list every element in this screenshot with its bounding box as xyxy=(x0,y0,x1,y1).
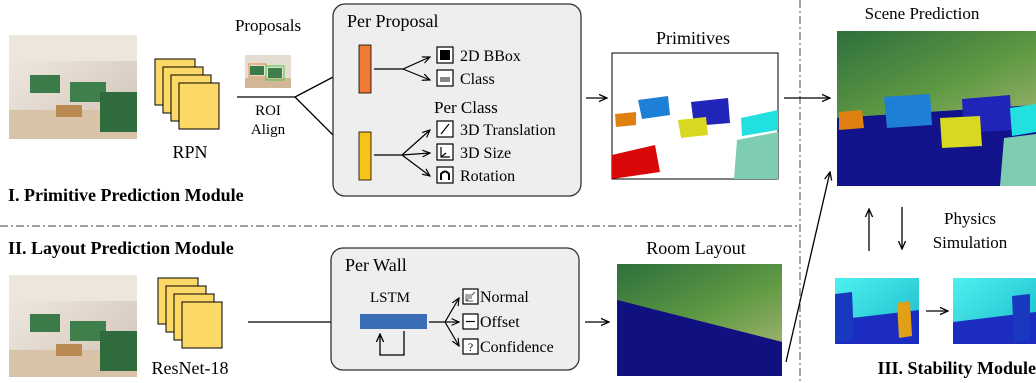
per-wall-panel xyxy=(330,247,580,371)
per-proposal-title: Per Proposal xyxy=(347,11,439,31)
per-class-label: Per Class xyxy=(434,98,498,117)
lstm-block xyxy=(360,314,427,329)
layout-module-title: II. Layout Prediction Module xyxy=(8,238,234,258)
simulation-frame-1 xyxy=(835,278,919,344)
primitive-module-title: I. Primitive Prediction Module xyxy=(8,185,244,205)
size-icon xyxy=(436,143,454,161)
per-wall-title: Per Wall xyxy=(345,255,407,275)
stability-module-title: III. Stability Module xyxy=(877,358,1036,378)
head-b-bar xyxy=(358,131,372,181)
confidence-label: Confidence xyxy=(480,339,554,356)
translation-label: 3D Translation xyxy=(460,122,556,139)
resnet-feature-stack xyxy=(157,277,223,349)
input-room-photo-2 xyxy=(9,275,137,377)
offset-icon xyxy=(462,313,479,330)
rotation-icon xyxy=(436,166,454,184)
proposals-label: Proposals xyxy=(235,16,301,35)
head-a-arrows xyxy=(374,57,430,80)
confidence-icon: ? xyxy=(462,338,479,355)
rpn-label: RPN xyxy=(172,142,207,162)
bbox-icon xyxy=(436,46,454,64)
resnet-label: ResNet-18 xyxy=(152,358,229,378)
head-a-bar xyxy=(358,44,372,94)
size-label: 3D Size xyxy=(460,145,511,162)
proposals-thumbnail xyxy=(245,55,291,88)
input-room-photo xyxy=(9,35,137,139)
layout-to-scene-arrow xyxy=(785,172,830,363)
normal-icon xyxy=(462,288,479,305)
rpn-feature-stack xyxy=(154,58,220,130)
bbox-label: 2D BBox xyxy=(460,48,521,65)
lstm-label: LSTM xyxy=(370,290,410,306)
primitives-render xyxy=(611,52,779,180)
physics-label: Physics xyxy=(944,209,996,228)
offset-label: Offset xyxy=(480,314,520,331)
lstm-output-arrows xyxy=(429,298,459,346)
room-layout-render xyxy=(617,264,782,376)
translation-icon xyxy=(436,120,454,138)
room-layout-label: Room Layout xyxy=(646,238,746,258)
class-icon xyxy=(436,69,454,87)
scene-prediction-render xyxy=(837,31,1036,186)
per-proposal-panel xyxy=(332,3,582,197)
class-label: Class xyxy=(460,71,495,88)
align-label: Align xyxy=(251,122,286,138)
scene-prediction-label: Scene Prediction xyxy=(865,4,980,23)
rotation-label: Rotation xyxy=(460,168,515,185)
head-b-arrows xyxy=(374,130,430,176)
simulation-label: Simulation xyxy=(933,233,1008,252)
simulation-frame-2 xyxy=(953,278,1036,344)
normal-label: Normal xyxy=(480,289,529,306)
svg-text:?: ? xyxy=(468,340,473,354)
roi-label: ROI xyxy=(255,103,281,119)
primitives-label: Primitives xyxy=(656,28,730,48)
lstm-recurrent-loop xyxy=(380,331,405,356)
